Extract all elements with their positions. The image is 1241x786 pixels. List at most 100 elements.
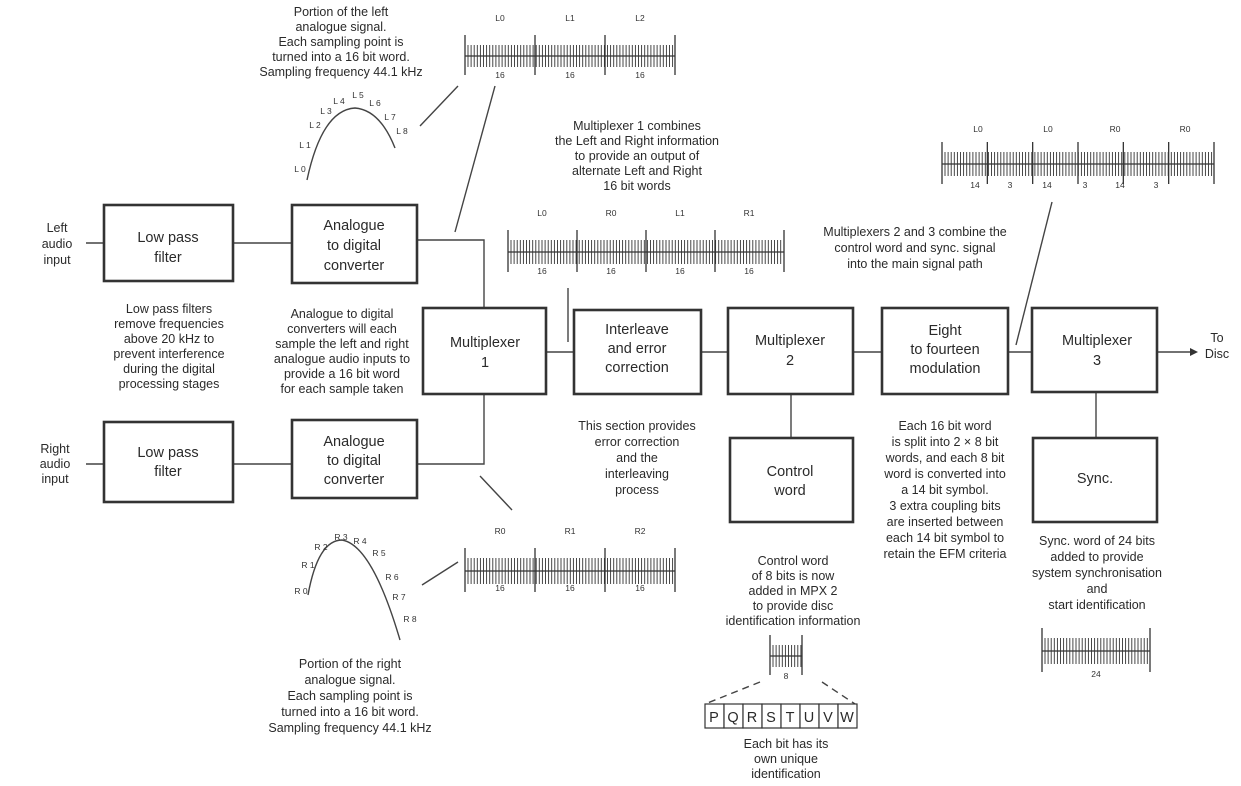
output-arrow (1190, 348, 1198, 356)
svg-text:W: W (840, 710, 854, 726)
left-sample-2: L 2 (309, 120, 321, 130)
bit-word-sync-size: 24 (1091, 669, 1101, 679)
svg-text:own unique: own unique (754, 752, 818, 766)
mux3-box: Multiplexer 3 (1030, 306, 1159, 394)
svg-text:audio: audio (42, 237, 73, 251)
control-bit-r: R (742, 703, 763, 729)
adc-right-mux1-wire (417, 394, 485, 465)
right-sample-8: R 8 (403, 614, 417, 624)
svg-text:each 14 bit symbol to: each 14 bit symbol to (886, 531, 1004, 545)
svg-text:alternate Left and Right: alternate Left and Right (572, 164, 702, 178)
note-left-signal: Portion of the left analogue signal. Eac… (259, 5, 422, 79)
note-mux23: Multiplexers 2 and 3 combine the control… (823, 225, 1006, 271)
left-sample-0: L 0 (294, 164, 306, 174)
lpf-left-box: Low pass filter (102, 203, 235, 283)
bit-word-control: 8 (769, 635, 803, 681)
bit-word-mux1-label-1: R0 (606, 208, 617, 218)
svg-text:Multiplexer 1 combines: Multiplexer 1 combines (573, 119, 701, 133)
svg-text:Sampling frequency 44.1 kHz: Sampling frequency 44.1 kHz (268, 721, 431, 735)
svg-text:P: P (709, 710, 719, 726)
svg-text:converters will each: converters will each (287, 322, 397, 336)
note-sync: Sync. word of 24 bits added to provide s… (1032, 534, 1162, 612)
svg-text:Each sampling point is: Each sampling point is (278, 35, 403, 49)
pointer-efm-word (1015, 201, 1053, 346)
note-right-signal: Portion of the right analogue signal. Ea… (268, 657, 431, 735)
efm-label-2: to fourteen (910, 342, 979, 358)
control-bit-q: Q (723, 703, 744, 729)
svg-text:interleaving: interleaving (605, 467, 669, 481)
svg-text:into the main signal path: into the main signal path (847, 257, 983, 271)
svg-text:This section provides: This section provides (578, 419, 695, 433)
mux2-label-1: Multiplexer (755, 333, 825, 349)
svg-text:remove frequencies: remove frequencies (114, 317, 224, 331)
svg-text:input: input (43, 253, 71, 267)
control-bits: P Q R S T U V W (704, 703, 858, 729)
bit-word-efm-label-1: L0 (1043, 124, 1053, 134)
right-sample-0: R 0 (294, 586, 308, 596)
mux1-label-1: Multiplexer (450, 335, 520, 351)
bit-word-mux1-size-1: 16 (606, 266, 616, 276)
right-input-label: Right audio input (40, 442, 71, 486)
left-sample-1: L 1 (299, 140, 311, 150)
svg-text:is split into 2 × 8 bit: is split into 2 × 8 bit (892, 435, 999, 449)
bit-word-right-size-0: 16 (495, 583, 505, 593)
right-sample-5: R 5 (372, 548, 386, 558)
svg-text:Disc: Disc (1205, 347, 1229, 361)
right-sample-6: R 6 (385, 572, 399, 582)
svg-text:and: and (1087, 582, 1108, 596)
svg-text:Analogue to digital: Analogue to digital (291, 307, 394, 321)
svg-text:Portion of the right: Portion of the right (299, 657, 402, 671)
adc-right-label-3: converter (324, 472, 385, 488)
mux3-label-1: Multiplexer (1062, 333, 1132, 349)
bit-word-efm-size-0: 14 (970, 180, 980, 190)
adc-right-box: Analogue to digital converter (290, 418, 419, 500)
svg-text:and the: and the (616, 451, 658, 465)
bit-word-mux1-label-0: L0 (537, 208, 547, 218)
lpf-left-label-2: filter (154, 250, 182, 266)
control-bit-p: P (704, 703, 725, 729)
svg-text:16 bit words: 16 bit words (603, 179, 670, 193)
adc-left-label-3: converter (324, 258, 385, 274)
bit-word-right-size-1: 16 (565, 583, 575, 593)
svg-text:audio: audio (40, 457, 71, 471)
efm-label-3: modulation (910, 361, 981, 377)
note-interleave: This section provides error correction a… (578, 419, 695, 497)
bit-word-right-size-2: 16 (635, 583, 645, 593)
mux1-label-2: 1 (481, 355, 489, 371)
adc-left-mux1-wire (417, 239, 485, 308)
bit-word-left-size-2: 16 (635, 70, 645, 80)
left-sample-8: L 8 (396, 126, 408, 136)
bit-word-efm-size-2: 14 (1042, 180, 1052, 190)
left-sample-3: L 3 (320, 106, 332, 116)
control-bit-w: W (837, 703, 858, 729)
svg-text:are inserted between: are inserted between (887, 515, 1004, 529)
left-sample-4: L 4 (333, 96, 345, 106)
svg-text:to provide an output of: to provide an output of (575, 149, 700, 163)
svg-text:the Left and Right information: the Left and Right information (555, 134, 719, 148)
efm-label-1: Eight (928, 323, 961, 339)
note-adc: Analogue to digital converters will each… (274, 307, 410, 396)
mux2-box: Multiplexer 2 (726, 306, 855, 396)
bit-word-efm: L0 L0 R0 R0 14 3 14 3 14 3 (941, 124, 1215, 190)
right-sample-3: R 3 (334, 532, 348, 542)
svg-text:Each bit has its: Each bit has its (744, 737, 829, 751)
interleave-label-1: Interleave (605, 322, 669, 338)
control-bit-u: U (799, 703, 820, 729)
bit-word-sync: 24 (1041, 628, 1151, 679)
svg-text:To: To (1210, 331, 1223, 345)
lpf-right-label-2: filter (154, 464, 182, 480)
bit-word-efm-size-5: 3 (1154, 180, 1159, 190)
mux2-label-2: 2 (786, 353, 794, 369)
left-sample-7: L 7 (384, 112, 396, 122)
bit-word-mux1: L0 R0 L1 R1 16 16 16 16 (507, 208, 785, 276)
interleave-box: Interleave and error correction (572, 308, 703, 396)
svg-text:prevent interference: prevent interference (113, 347, 224, 361)
svg-text:a 14 bit symbol.: a 14 bit symbol. (901, 483, 989, 497)
bit-word-efm-label-3: R0 (1180, 124, 1191, 134)
svg-text:control word and sync. signal: control word and sync. signal (834, 241, 995, 255)
bit-word-efm-label-0: L0 (973, 124, 983, 134)
lpf-right-label-1: Low pass (137, 445, 198, 461)
control-label-1: Control (767, 464, 814, 480)
adc-right-label-1: Analogue (323, 434, 384, 450)
note-control: Control word of 8 bits is now added in M… (726, 554, 861, 628)
